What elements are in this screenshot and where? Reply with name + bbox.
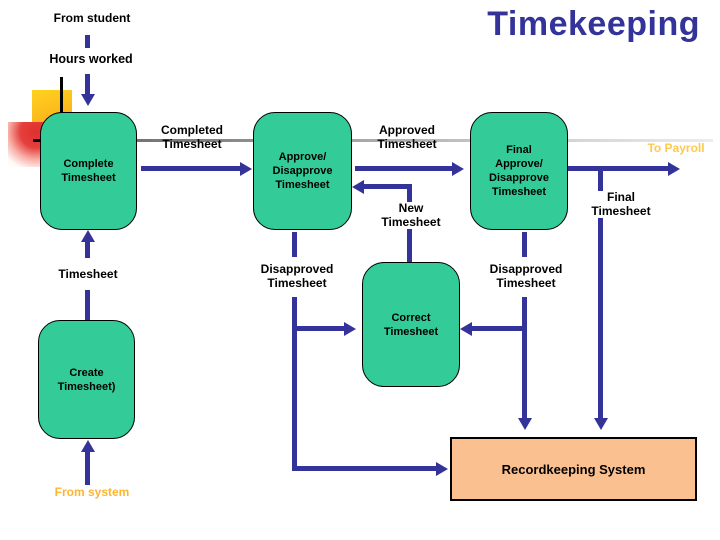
- flow-completed-shaft: [141, 166, 240, 171]
- flow-to-payroll-shaft: [568, 166, 668, 171]
- flow-disapproved-right-to-record-arrowhead: [517, 418, 532, 430]
- datastore-recordkeeping-label: Recordkeeping System: [501, 461, 646, 477]
- process-complete-timesheet: Complete Timesheet: [40, 112, 137, 230]
- label-new-timesheet: New Timesheet: [371, 201, 451, 229]
- flow-disapproved-left-vertical: [292, 297, 297, 471]
- label-from-system: From system: [54, 485, 130, 499]
- flow-disapproved-left-to-correct-shaft: [297, 326, 344, 331]
- process-final-approve-disapprove-timesheet: Final Approve/ Disapprove Timesheet: [470, 112, 568, 230]
- label-final-timesheet: Final Timesheet: [581, 190, 661, 218]
- flow-new-timesheet-shaft: [364, 184, 412, 189]
- process-create-timesheet: Create Timesheet): [38, 320, 135, 439]
- flow-disapproved-left-upper: [292, 232, 297, 257]
- label-from-student: From student: [53, 11, 131, 25]
- flow-timesheet-arrowhead: [80, 230, 95, 242]
- flow-hours-worked-arrowhead: [80, 94, 95, 106]
- label-to-payroll: To Payroll: [647, 141, 705, 155]
- flow-hours-worked-shaft: [85, 74, 90, 94]
- flow-disapproved-left-to-record-shaft: [292, 466, 436, 471]
- flow-disapproved-left-to-record-arrowhead: [436, 461, 448, 476]
- flow-disapproved-left-to-correct-arrowhead: [344, 321, 356, 336]
- label-approved-timesheet: Approved Timesheet: [377, 123, 437, 151]
- flow-disapproved-right-to-correct-arrowhead: [460, 321, 472, 336]
- flow-final-timesheet-vertical: [598, 168, 603, 418]
- flow-completed-arrowhead: [240, 161, 252, 176]
- label-completed-timesheet: Completed Timesheet: [160, 123, 223, 151]
- flow-disapproved-right-upper: [522, 232, 527, 257]
- decor-black-vertical-tick: [60, 77, 63, 113]
- flow-disapproved-right-to-correct-shaft: [472, 326, 523, 331]
- page-title: Timekeeping: [487, 5, 700, 43]
- flow-approved-shaft: [355, 166, 452, 171]
- process-approve-disapprove-timesheet: Approve/ Disapprove Timesheet: [253, 112, 352, 230]
- datastore-recordkeeping-system: Recordkeeping System: [450, 437, 697, 501]
- flow-from-system-shaft: [85, 452, 90, 485]
- label-hours-worked: Hours worked: [49, 52, 133, 66]
- flow-from-student-dash: [85, 35, 90, 48]
- flow-to-payroll-arrowhead: [668, 161, 680, 176]
- decor-horizontal-rule: [33, 139, 713, 142]
- process-correct-timesheet: Correct Timesheet: [362, 262, 460, 387]
- flow-new-timesheet-arrowhead: [352, 179, 364, 194]
- label-timesheet: Timesheet: [48, 267, 128, 282]
- flow-approved-arrowhead: [452, 161, 464, 176]
- flow-timesheet-lower-segment: [85, 290, 90, 320]
- flow-final-timesheet-arrowhead: [593, 418, 608, 430]
- label-disapproved-timesheet-right: Disapproved Timesheet: [479, 262, 573, 290]
- label-disapproved-timesheet-left: Disapproved Timesheet: [250, 262, 344, 290]
- flow-timesheet-upper-segment: [85, 242, 90, 258]
- flow-disapproved-right-vertical: [522, 297, 527, 418]
- flow-from-system-arrowhead: [80, 440, 95, 452]
- decor-red-gradient-square: [8, 122, 44, 167]
